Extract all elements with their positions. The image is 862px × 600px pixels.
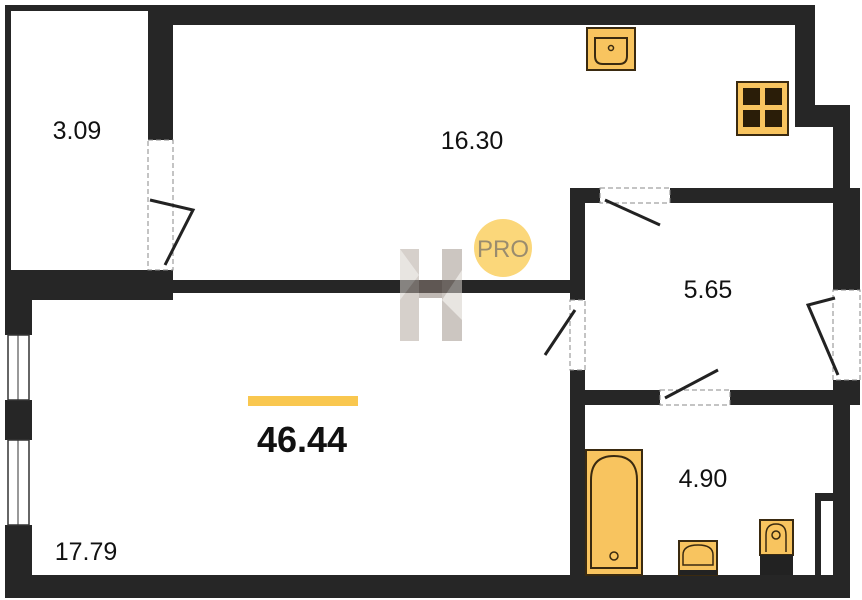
area-room: 17.79: [55, 538, 118, 566]
area-closet: 3.09: [53, 117, 102, 145]
windows: [7, 334, 30, 526]
fixtures: [585, 27, 794, 576]
total-area-bar: [248, 396, 358, 406]
total-area-value: 46.44: [257, 419, 347, 460]
area-labels: 3.09 16.30 5.65 4.90 17.79: [53, 117, 733, 566]
area-kitchen-living: 16.30: [441, 127, 504, 155]
bathroom-sink-icon: [678, 540, 718, 576]
toilet-icon: [759, 519, 794, 575]
stove-icon: [736, 81, 789, 136]
doors: [147, 139, 861, 406]
bathtub-icon: [585, 449, 643, 576]
total-area: 46.44: [248, 396, 358, 460]
area-hallway: 5.65: [684, 276, 733, 304]
pro-badge: PRO: [474, 219, 532, 277]
walls: [5, 5, 860, 598]
area-bathroom: 4.90: [679, 465, 728, 493]
kitchen-sink-icon: [586, 27, 636, 71]
watermark-logo: [400, 249, 462, 341]
pro-badge-text: PRO: [477, 236, 529, 263]
